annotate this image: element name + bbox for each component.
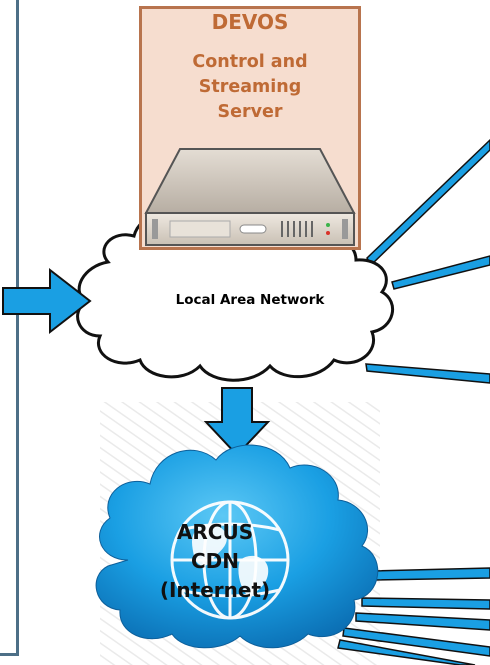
connector-line-1 xyxy=(366,138,490,267)
cdn-cloud-icon xyxy=(95,444,379,649)
connector-line-4 xyxy=(371,567,490,581)
server-title: DEVOS xyxy=(211,10,289,34)
connector-line-5 xyxy=(361,597,490,610)
server-box: DEVOS Control and Streaming Server xyxy=(139,6,361,250)
cdn-label: ARCUS CDN (Internet) xyxy=(159,520,271,602)
connector-line-2 xyxy=(391,255,490,290)
connector-line-8 xyxy=(337,639,476,665)
server-subtitle: Control and Streaming Server xyxy=(192,52,308,122)
down-arrow-icon xyxy=(203,387,271,457)
left-panel-frame xyxy=(0,0,19,656)
server-rack-icon xyxy=(144,148,356,246)
globe-land-icon xyxy=(192,524,269,596)
connector-line-7 xyxy=(342,627,490,657)
lan-label: Local Area Network xyxy=(175,292,325,308)
connector-line-6 xyxy=(355,612,490,631)
connector-line-3 xyxy=(365,363,490,384)
inbound-arrow-icon xyxy=(2,267,92,335)
